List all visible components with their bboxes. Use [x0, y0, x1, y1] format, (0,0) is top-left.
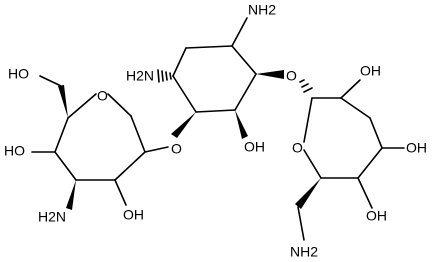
hydroxyl-label: HO [4, 143, 25, 159]
bond [303, 149, 322, 179]
central-ring [172, 45, 257, 113]
hydroxyl-label: OH [244, 139, 265, 155]
wedge-bond [235, 110, 248, 139]
bond [297, 206, 305, 241]
amine-label: H2N [38, 209, 66, 225]
bond [107, 93, 132, 117]
bond [54, 151, 77, 181]
bond [67, 93, 97, 119]
oxygen-label: O [171, 141, 182, 157]
bond [39, 75, 62, 87]
bond [144, 146, 169, 153]
bond [172, 47, 187, 77]
bond [340, 79, 361, 99]
bond [369, 117, 383, 149]
bond [303, 97, 313, 143]
bond [234, 73, 257, 111]
right-sugar-ring [303, 97, 383, 179]
oxygen-label: O [286, 68, 297, 84]
bond [357, 177, 373, 209]
bond [114, 179, 127, 206]
bond [54, 117, 69, 153]
hashed-bond [299, 79, 313, 93]
hashed-bond [157, 69, 172, 83]
ring-oxygen-label: O [292, 140, 303, 156]
wedge-bond [66, 180, 76, 210]
bond [185, 45, 233, 49]
bond [231, 45, 257, 75]
bond [231, 17, 248, 47]
bond [357, 147, 383, 179]
ring-oxygen-label: O [97, 88, 108, 104]
bond [195, 109, 236, 113]
hydroxyl-label: OH [366, 208, 387, 224]
amine-label: NH2 [290, 244, 318, 260]
amine-label: NH2 [248, 2, 276, 18]
bond [172, 75, 197, 113]
wedge-bond [171, 112, 196, 138]
bond [130, 115, 146, 153]
amine-label: H2N [126, 68, 154, 84]
hydroxyl-label: OH [123, 207, 144, 223]
wedge-bond [295, 178, 321, 209]
wedge-bond [256, 70, 284, 79]
hydroxyl-label: OH [360, 63, 381, 79]
hydroxyl-label: OH [406, 140, 427, 156]
wedge-bond [58, 85, 68, 118]
bond [114, 151, 146, 181]
bond [340, 97, 371, 119]
left-sugar-ring [54, 93, 146, 181]
hydroxyl-label: HO [8, 66, 29, 82]
